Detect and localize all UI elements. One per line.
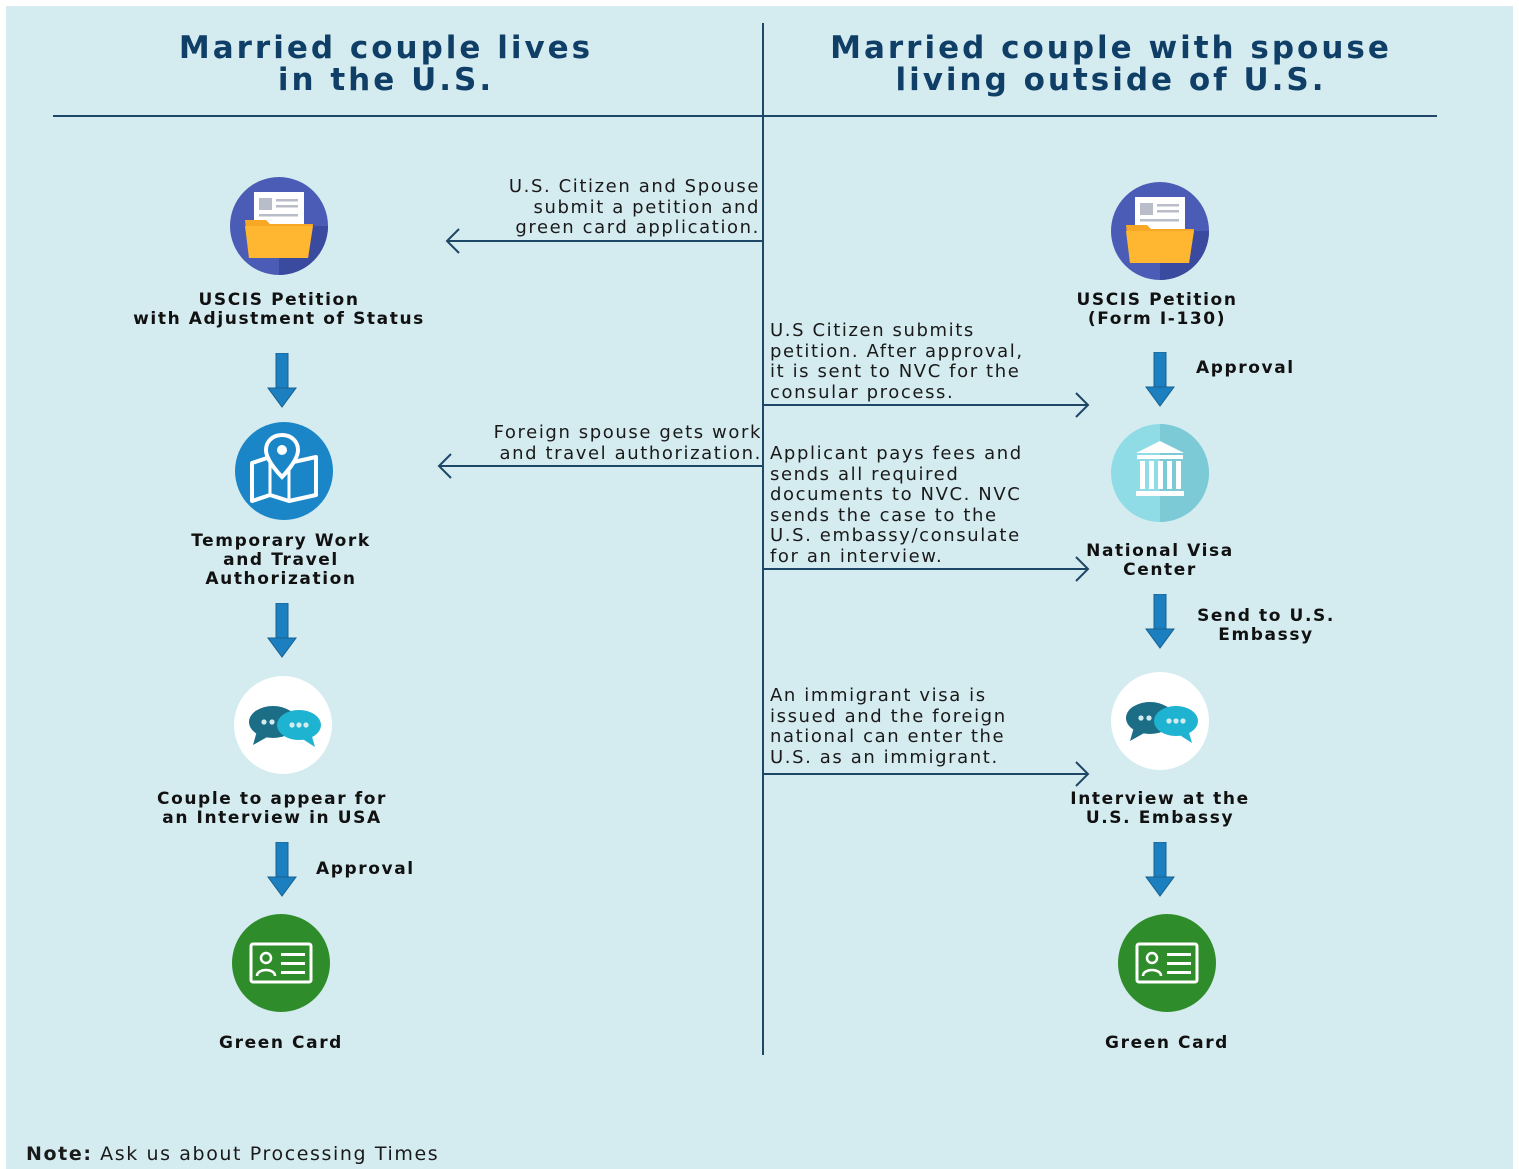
down-arrow-icon [267, 603, 297, 658]
note-left-work-auth: Foreign spouse gets work and travel auth… [493, 422, 762, 464]
right-approval-label: Approval [1196, 358, 1295, 378]
down-arrow-icon [1145, 594, 1175, 649]
note-right-petition: U.S Citizen submits petition. After appr… [770, 320, 1024, 403]
arrow-to-right-embassy [763, 761, 1090, 787]
send-to-embassy-label: Send to U.S. Embassy [1197, 606, 1335, 645]
arrow-to-right-nvc-1 [763, 392, 1090, 418]
down-arrow-icon [1145, 352, 1175, 407]
id-card-icon [1118, 914, 1216, 1012]
note-left-petition: U.S. Citizen and Spouse submit a petitio… [508, 176, 760, 238]
step-label-uscis-petition-i130: USCIS Petition (Form I-130) [1076, 290, 1238, 329]
header-divider [53, 115, 1437, 117]
center-divider [762, 23, 764, 1055]
chat-bubbles-icon [1111, 672, 1209, 770]
step-label-interview-usa: Couple to appear for an Interview in USA [157, 789, 387, 828]
step-label-interview-embassy: Interview at the U.S. Embassy [1070, 789, 1250, 828]
note-right-visa: An immigrant visa is issued and the fore… [770, 685, 1007, 768]
folder-document-icon [230, 177, 328, 275]
map-pin-icon [235, 422, 333, 520]
step-label-uscis-petition-aos: USCIS Petition with Adjustment of Status [133, 290, 425, 329]
arrow-to-left-work-auth [437, 453, 764, 479]
chat-bubbles-icon [234, 676, 332, 774]
step-label-national-visa-center: National Visa Center [1086, 541, 1234, 580]
note-right-nvc: Applicant pays fees and sends all requir… [770, 443, 1023, 567]
right-heading: Married couple with spouse living outsid… [830, 30, 1392, 98]
government-building-icon [1111, 424, 1209, 522]
down-arrow-icon [1145, 842, 1175, 897]
note-text: Ask us about Processing Times [100, 1143, 440, 1165]
left-heading: Married couple lives in the U.S. [178, 30, 594, 98]
folder-document-icon [1111, 182, 1209, 280]
down-arrow-icon [267, 353, 297, 408]
note-prefix: Note: [26, 1143, 93, 1165]
step-label-work-travel-auth: Temporary Work and Travel Authorization [191, 531, 371, 589]
footer-note: Note: Ask us about Processing Times [26, 1143, 439, 1165]
id-card-icon [232, 914, 330, 1012]
diagram-canvas: Married couple lives in the U.S. Married… [6, 6, 1513, 1169]
arrow-to-left-petition [445, 228, 764, 254]
step-label-green-card-right: Green Card [1105, 1033, 1229, 1053]
down-arrow-icon [267, 842, 297, 897]
left-approval-label: Approval [316, 859, 415, 879]
step-label-green-card-left: Green Card [219, 1033, 343, 1053]
arrow-to-right-nvc-2 [763, 556, 1090, 582]
